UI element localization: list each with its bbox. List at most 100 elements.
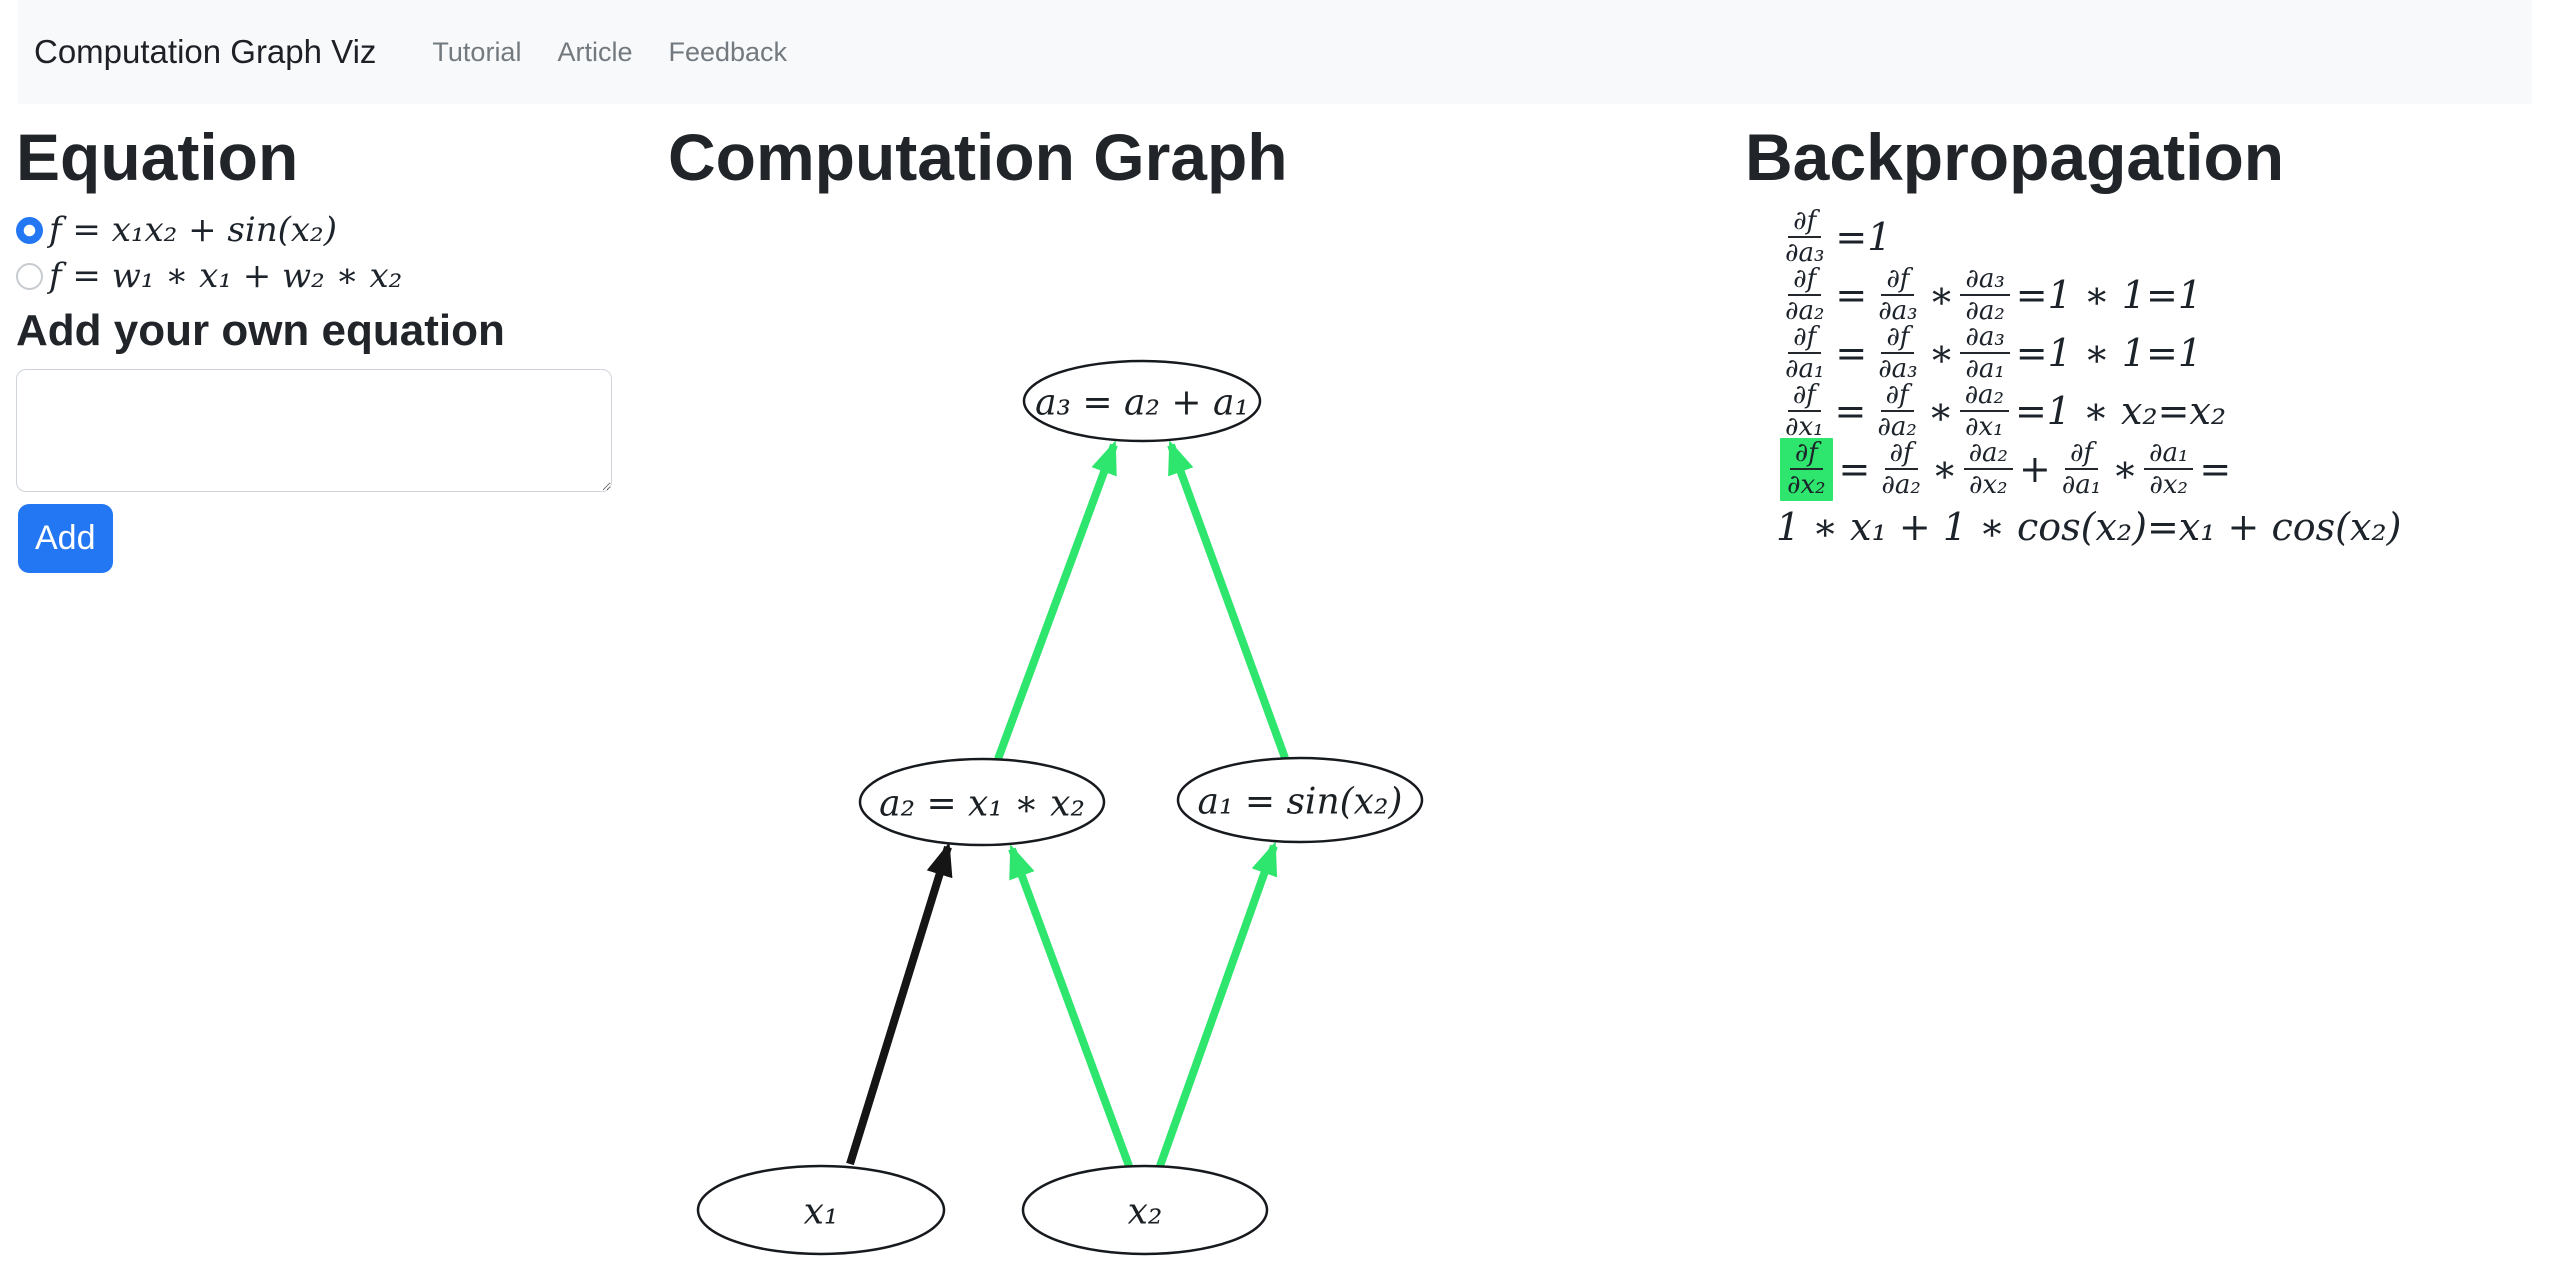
backprop-text: = <box>1835 273 1868 318</box>
fraction-numerator: ∂f <box>1884 438 1918 471</box>
backprop-fraction: ∂f∂x₁ <box>1780 380 1829 443</box>
graph-title: Computation Graph <box>668 120 1288 194</box>
backprop-text: = <box>1835 331 1868 376</box>
fraction-denominator: ∂a₁ <box>2061 470 2102 501</box>
graph-node-a2[interactable] <box>858 757 1106 847</box>
fraction-numerator: ∂f <box>2064 438 2099 471</box>
graph-node-label-a2: a₂ = x₁ ∗ x₂ <box>879 784 1085 825</box>
add-button[interactable]: Add <box>18 503 113 573</box>
fraction-numerator: ∂f <box>1788 264 1822 297</box>
backprop-text: ∗ <box>1931 447 1958 492</box>
fraction-denominator: ∂x₂ <box>1787 470 1826 501</box>
radio-button-equation-2[interactable] <box>16 262 43 290</box>
backprop-text: ∗ <box>1928 331 1955 376</box>
radio-button-equation-1[interactable] <box>16 216 43 244</box>
fraction-denominator: ∂a₂ <box>1877 412 1917 443</box>
equation-options: f = x₁x₂ + sin(x₂) f = w₁ ∗ x₁ + w₂ ∗ x₂ <box>16 207 656 299</box>
navbar-brand[interactable]: Computation Graph Viz <box>34 33 377 70</box>
equation-title: Equation <box>16 120 299 194</box>
backprop-equations: ∂f∂a₃=1∂f∂a₂=∂f∂a₃∗∂a₃∂a₂=1 ∗ 1=1∂f∂a₁=∂… <box>1745 206 2535 556</box>
fraction-numerator: ∂f <box>1787 380 1821 413</box>
fraction-numerator: ∂f <box>1789 438 1823 471</box>
graph-edge-x1-a2 <box>846 842 953 1166</box>
backprop-fraction: ∂f∂a₂ <box>1872 380 1921 443</box>
fraction-denominator: ∂a₁ <box>1965 354 2005 385</box>
backprop-line-4: ∂f∂x₁=∂f∂a₂∗∂a₂∂x₁=1 ∗ x₂=x₂ <box>1777 380 2535 443</box>
fraction-denominator: ∂a₂ <box>1785 296 1825 327</box>
fraction-denominator: ∂a₃ <box>1785 238 1825 269</box>
graph-node-x1[interactable] <box>696 1164 946 1256</box>
fraction-numerator: ∂a₃ <box>1960 322 2010 355</box>
fraction-numerator: ∂f <box>1881 322 1915 355</box>
fraction-numerator: ∂f <box>1788 322 1822 355</box>
fraction-numerator: ∂f <box>1788 206 1822 239</box>
backprop-line-2: ∂f∂a₂=∂f∂a₃∗∂a₃∂a₂=1 ∗ 1=1 <box>1777 264 2535 327</box>
fraction-denominator: ∂x₁ <box>1785 412 1824 443</box>
fraction-denominator: ∂a₃ <box>1878 354 1918 385</box>
nav-link-tutorial[interactable]: Tutorial <box>432 36 522 67</box>
graph-edge-a1-a3 <box>1167 440 1289 760</box>
fraction-numerator: ∂a₂ <box>1963 438 2013 471</box>
backprop-text: + <box>2018 447 2051 492</box>
backprop-title: Backpropagation <box>1745 120 2285 194</box>
backprop-fraction: ∂a₁∂x₂ <box>2144 438 2194 501</box>
nav-link-feedback[interactable]: Feedback <box>668 36 788 67</box>
graph-node-a3[interactable] <box>1022 359 1262 443</box>
backprop-fraction: ∂f∂a₁ <box>2057 438 2106 501</box>
backprop-fraction-highlighted: ∂f∂x₂ <box>1780 437 1833 501</box>
fraction-numerator: ∂a₃ <box>1960 264 2010 297</box>
backprop-text: = <box>1838 447 1871 492</box>
fraction-numerator: ∂f <box>1881 264 1915 297</box>
equation-option-label: f = w₁ ∗ x₁ + w₂ ∗ x₂ <box>49 256 403 297</box>
backprop-text: 1 ∗ x₁ + 1 ∗ cos(x₂)=x₁ + cos(x₂) <box>1776 505 2402 550</box>
graph-edge-a2-a3 <box>994 440 1118 761</box>
graph-node-label-a3: a₃ = a₂ + a₁ <box>1035 383 1249 424</box>
fraction-denominator: ∂x₁ <box>1965 412 2004 443</box>
fraction-numerator: ∂f <box>1880 380 1914 413</box>
graph-node-a1[interactable] <box>1176 756 1424 844</box>
backprop-text: = <box>2199 447 2232 492</box>
graph-node-label-x1: x₁ <box>804 1192 839 1233</box>
graph-panel-header: Computation Graph <box>668 104 1288 197</box>
backprop-fraction: ∂f∂a₃ <box>1873 322 1922 385</box>
fraction-denominator: ∂a₂ <box>1965 296 2005 327</box>
graph-edge-x2-a2 <box>1008 844 1133 1168</box>
backprop-text: ∗ <box>1928 273 1955 318</box>
backprop-fraction: ∂f∂a₃ <box>1873 264 1922 327</box>
backprop-text: =1 <box>1835 215 1892 260</box>
backprop-line-3: ∂f∂a₁=∂f∂a₃∗∂a₃∂a₁=1 ∗ 1=1 <box>1777 322 2535 385</box>
equation-option-row: f = x₁x₂ + sin(x₂) <box>16 207 656 253</box>
backprop-line-6: 1 ∗ x₁ + 1 ∗ cos(x₂)=x₁ + cos(x₂) <box>1773 498 2535 556</box>
equation-panel: Equation f = x₁x₂ + sin(x₂) f = w₁ ∗ x₁ … <box>16 104 656 573</box>
nav-link-article[interactable]: Article <box>557 36 633 67</box>
backprop-text: =1 ∗ x₂=x₂ <box>2014 389 2227 434</box>
backprop-fraction: ∂a₃∂a₁ <box>1960 322 2010 385</box>
fraction-numerator: ∂a₂ <box>1959 380 2009 413</box>
backprop-line-5: ∂f∂x₂=∂f∂a₂∗∂a₂∂x₂+∂f∂a₁∗∂a₁∂x₂= <box>1777 437 2535 501</box>
equation-option-label: f = x₁x₂ + sin(x₂) <box>49 210 337 251</box>
backprop-fraction: ∂f∂a₁ <box>1780 322 1829 384</box>
backprop-text: =1 ∗ 1=1 <box>2015 331 2202 376</box>
graph-node-label-a1: a₁ = sin(x₂) <box>1198 782 1403 823</box>
graph-edge-x2-a1 <box>1156 841 1278 1168</box>
navbar: Computation Graph Viz Tutorial Article F… <box>18 0 2532 104</box>
equation-option-row: f = w₁ ∗ x₁ + w₂ ∗ x₂ <box>16 253 656 299</box>
backprop-panel: Backpropagation ∂f∂a₃=1∂f∂a₂=∂f∂a₃∗∂a₃∂a… <box>1745 104 2535 556</box>
backprop-fraction: ∂f∂a₃ <box>1780 206 1829 269</box>
graph-node-label-x2: x₂ <box>1128 1192 1163 1233</box>
backprop-fraction: ∂a₂∂x₁ <box>1959 380 2009 443</box>
fraction-denominator: ∂x₂ <box>1969 470 2008 501</box>
backprop-line-1: ∂f∂a₃=1 <box>1777 206 2535 269</box>
graph-node-x2[interactable] <box>1021 1164 1269 1256</box>
backprop-text: =1 ∗ 1=1 <box>2015 273 2202 318</box>
backprop-fraction: ∂a₂∂x₂ <box>1963 438 2013 501</box>
backprop-text: ∗ <box>2112 447 2138 492</box>
backprop-fraction: ∂a₃∂a₂ <box>1960 264 2010 327</box>
backprop-fraction: ∂f∂a₂ <box>1780 264 1829 327</box>
equation-input[interactable] <box>16 368 612 492</box>
add-equation-title: Add your own equation <box>16 306 505 356</box>
fraction-denominator: ∂x₂ <box>2149 470 2188 501</box>
fraction-denominator: ∂a₃ <box>1878 296 1918 327</box>
backprop-text: = <box>1834 389 1867 434</box>
